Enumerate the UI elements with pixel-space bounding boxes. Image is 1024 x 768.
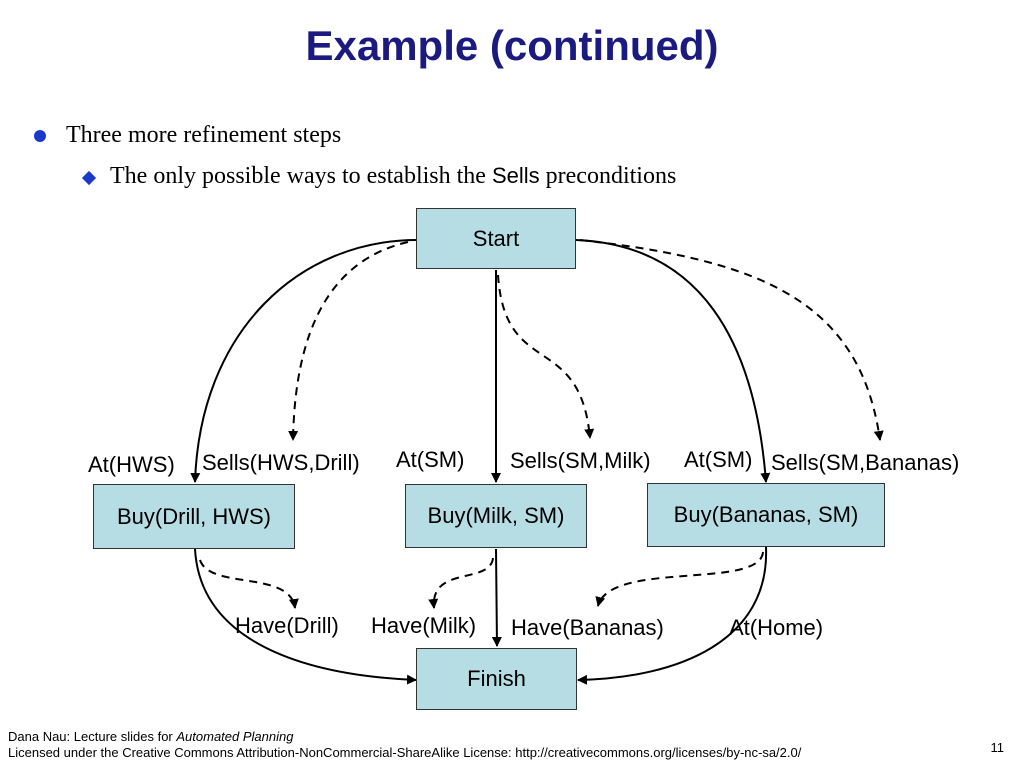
- label-at-home: At(Home): [729, 615, 824, 640]
- footer-line1-prefix: Dana Nau: Lecture slides for: [8, 729, 177, 744]
- label-at-sm-1: At(SM): [396, 447, 465, 472]
- footer-book-title: Automated Planning: [176, 729, 294, 744]
- label-sells-hws-drill: Sells(HWS,Drill): [202, 450, 360, 475]
- label-at-hws: At(HWS): [88, 452, 175, 477]
- footer: Dana Nau: Lecture slides for Automated P…: [8, 729, 801, 761]
- bullet-level2-prefix: The only possible ways to establish the: [110, 163, 492, 189]
- label-have-milk: Have(Milk): [371, 613, 477, 638]
- footer-line1: Dana Nau: Lecture slides for Automated P…: [8, 729, 801, 745]
- dashed-buy-bananas-have-bananas: [595, 551, 764, 607]
- bullet-level2-keyword: Sells: [491, 163, 540, 188]
- node-buy-bananas: Buy(Bananas, SM): [647, 483, 885, 547]
- label-at-sm-2: At(SM): [684, 447, 753, 472]
- edge-start-buy-drill: [190, 239, 418, 483]
- footer-license: Licensed under the Creative Commons Attr…: [8, 745, 802, 760]
- dashed-start-sells-sm-milk: [497, 274, 595, 439]
- edge-buy-milk-finish: [491, 548, 502, 647]
- node-finish: Finish: [416, 648, 577, 710]
- label-sells-sm-bananas: Sells(SM,Bananas): [771, 450, 960, 475]
- dashed-start-sells-hws-drill: [288, 241, 409, 441]
- bullet-level1-text: Three more refinement steps: [66, 122, 342, 148]
- dashed-start-sells-sm-bananas: [579, 239, 884, 441]
- page-number: 11: [990, 740, 1005, 755]
- dashed-buy-drill-have-drill: [199, 559, 299, 609]
- label-have-bananas: Have(Bananas): [511, 615, 664, 640]
- edge-buy-bananas-finish: [577, 546, 768, 685]
- label-have-drill: Have(Drill): [235, 613, 339, 638]
- label-sells-sm-milk: Sells(SM,Milk): [510, 448, 651, 473]
- node-buy-milk: Buy(Milk, SM): [405, 484, 587, 548]
- bullet-level2-text: The only possible ways to establish the …: [110, 163, 676, 190]
- node-start: Start: [416, 208, 576, 269]
- edge-start-buy-bananas: [575, 239, 771, 483]
- edge-buy-drill-finish: [194, 548, 417, 685]
- bullet-dot-icon: [34, 130, 46, 142]
- dashed-buy-milk-have-milk: [428, 557, 494, 609]
- slide-title: Example (continued): [305, 22, 719, 69]
- node-buy-drill: Buy(Drill, HWS): [93, 484, 295, 549]
- bullet-level2-suffix: preconditions: [539, 163, 677, 189]
